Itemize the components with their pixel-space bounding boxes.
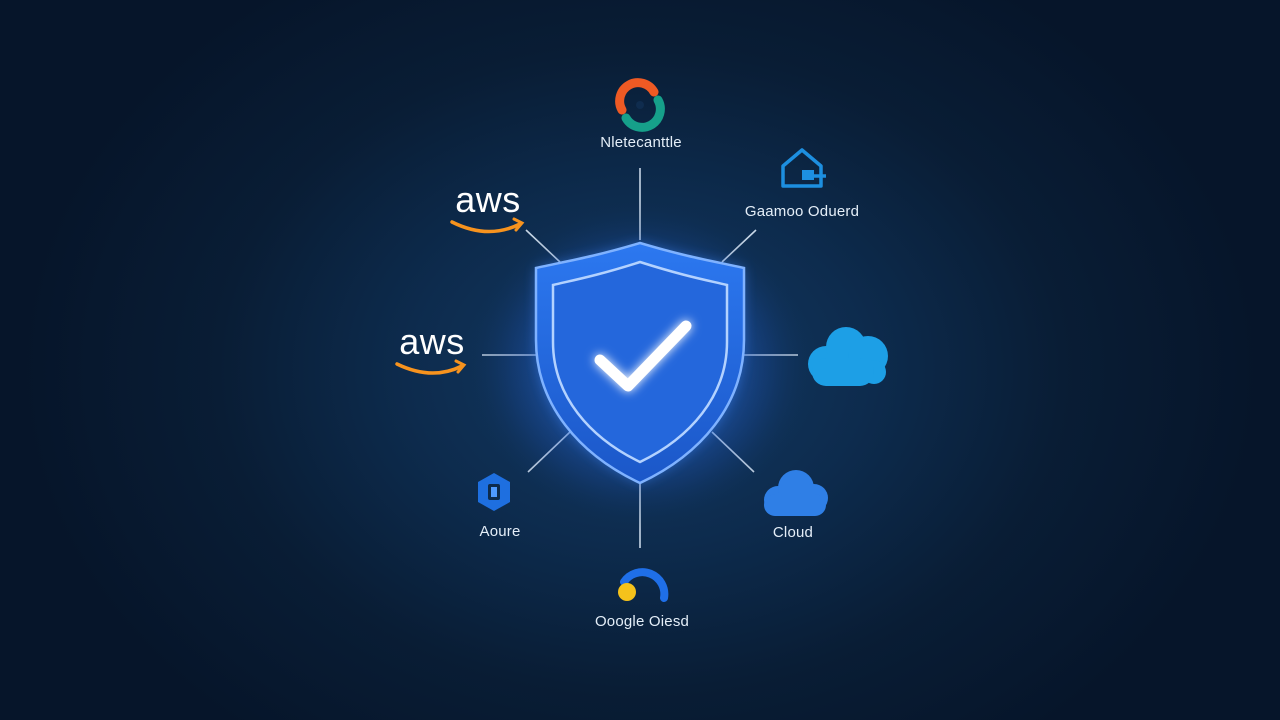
swirl-logo-icon xyxy=(615,78,665,132)
azure-hex-icon xyxy=(478,473,510,511)
house-cloud-icon xyxy=(781,148,826,188)
google-arc-icon xyxy=(618,568,669,602)
node-upper-left: aws xyxy=(450,179,525,234)
cloud-icon xyxy=(808,327,888,386)
aws-smile-icon xyxy=(395,362,464,375)
aws-logo-text: aws xyxy=(455,179,521,220)
node-lower-right: Cloud xyxy=(764,470,828,541)
node-lower-right-label: Cloud xyxy=(773,524,813,541)
cloud-icon xyxy=(764,470,828,516)
node-right xyxy=(808,327,888,386)
node-top-label: Nletecanttle xyxy=(600,134,682,151)
node-lower-left: Aoure xyxy=(478,473,520,540)
node-lower-left-label: Aoure xyxy=(479,523,520,540)
node-top: Nletecanttle xyxy=(600,78,682,151)
node-top-right: Gaamoo Oduerd xyxy=(745,148,859,220)
aws-logo-text: aws xyxy=(399,321,465,362)
shield-check-icon xyxy=(465,200,815,530)
aws-smile-icon xyxy=(450,220,522,234)
node-bottom-label: Ooogle Oiesd xyxy=(595,613,689,630)
node-top-right-label: Gaamoo Oduerd xyxy=(745,203,859,220)
node-bottom: Ooogle Oiesd xyxy=(595,568,689,630)
node-left: aws xyxy=(395,321,467,375)
